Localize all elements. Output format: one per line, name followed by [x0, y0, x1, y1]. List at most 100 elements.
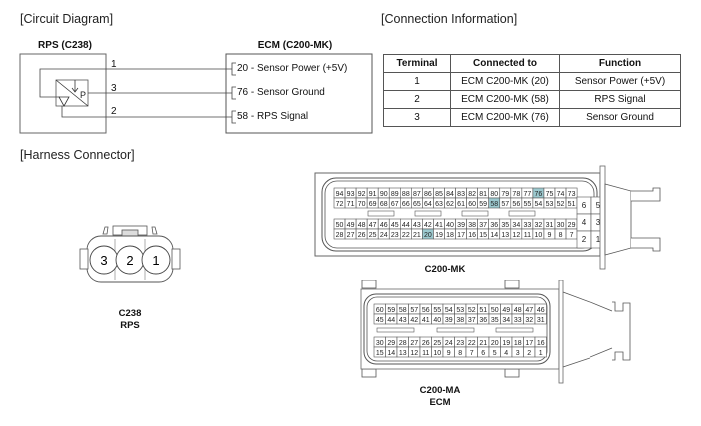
pin-label: 5: [493, 350, 497, 357]
pin-label: 42: [424, 222, 432, 229]
table-row: 1 ECM C200-MK (20) Sensor Power (+5V): [383, 72, 681, 91]
pin-label: 43: [413, 222, 421, 229]
header-terminal: Terminal: [383, 54, 451, 73]
ecm-title: ECM (C200-MK): [257, 40, 333, 51]
pin-label: 46: [380, 222, 388, 229]
pin-label: 3: [596, 218, 601, 227]
pin-label: 60: [376, 307, 384, 314]
pin-label: 91: [369, 191, 377, 198]
pin-label: 48: [358, 222, 366, 229]
pin-label: 62: [446, 201, 454, 208]
pin-label: 41: [435, 222, 443, 229]
pin-label: 33: [523, 222, 531, 229]
pin-label: 34: [502, 317, 510, 324]
pin-label: 54: [445, 307, 453, 314]
pin-label: 6: [582, 201, 587, 210]
cell-terminal: 3: [383, 108, 451, 127]
pin-label: 40: [433, 317, 441, 324]
pin-label: 44: [387, 317, 395, 324]
rps-connector-desc: RPS: [120, 320, 140, 331]
pin-label: 14: [387, 350, 395, 357]
svg-text:3: 3: [100, 253, 107, 268]
pin-label: 67: [391, 201, 399, 208]
pin-label: 41: [422, 317, 430, 324]
pin-label: 48: [514, 307, 522, 314]
ecm-pin-label-power: 20 - Sensor Power (+5V): [237, 63, 348, 74]
pin-label: 53: [546, 201, 554, 208]
pin-label: 29: [387, 340, 395, 347]
pin-label: 61: [457, 201, 465, 208]
rps-pin-1: [141, 245, 171, 275]
pressure-sensor-icon: P: [55, 79, 89, 107]
svg-text:2: 2: [126, 253, 133, 268]
pin-label: 47: [525, 307, 533, 314]
pin-label: 94: [336, 191, 344, 198]
ecm-box: [225, 53, 373, 134]
pin-label: 93: [347, 191, 355, 198]
circuit-diagram-title: [Circuit Diagram]: [20, 12, 114, 26]
sensor-box: [19, 53, 107, 134]
pin-label: 58: [399, 307, 407, 314]
pin-label: 10: [433, 350, 441, 357]
pin-label: 49: [347, 222, 355, 229]
pin-label: 50: [336, 222, 344, 229]
pin-label: 18: [446, 232, 454, 239]
pin-label: 53: [456, 307, 464, 314]
pin-label: 16: [468, 232, 476, 239]
pin-label: 63: [435, 201, 443, 208]
pin-label: 50: [491, 307, 499, 314]
pin-label: 57: [410, 307, 418, 314]
ma-connector-desc: ECM: [429, 397, 451, 408]
pin-label: 18: [514, 340, 522, 347]
pin-label: 32: [535, 222, 543, 229]
pin-label: 45: [391, 222, 399, 229]
pin-label: 72: [336, 201, 344, 208]
pin-label: 26: [422, 340, 430, 347]
table-header-row: Terminal Connected to Function: [383, 54, 681, 73]
header-function: Function: [559, 54, 681, 73]
pin-label: 20: [424, 232, 432, 239]
wire-signal: [61, 106, 232, 118]
pin-label: 30: [557, 222, 565, 229]
pin-label: 11: [422, 350, 429, 357]
ma-connector-housing: [590, 301, 631, 361]
mk-connector-name: C200-MK: [424, 264, 466, 275]
sensor-pin-1: 1: [111, 59, 117, 70]
pin-label: 38: [456, 317, 464, 324]
pin-label: 86: [424, 191, 432, 198]
pin-label: 54: [535, 201, 543, 208]
pin-label: 84: [446, 191, 454, 198]
cell-function: RPS Signal: [559, 90, 681, 109]
pin-label: 4: [504, 350, 508, 357]
pin-label: 70: [358, 201, 366, 208]
cell-terminal: 2: [383, 90, 451, 109]
pin-label: 26: [358, 232, 366, 239]
pin-label: 13: [501, 232, 509, 239]
pin-label: 7: [470, 350, 474, 357]
pin-label: 66: [402, 201, 410, 208]
pin-label: 5: [596, 201, 601, 210]
pin-label: 37: [479, 222, 487, 229]
pin-label: 51: [568, 201, 576, 208]
pin-label: 74: [557, 191, 565, 198]
pin-label: 36: [490, 222, 498, 229]
harness-connector-title: [Harness Connector]: [20, 148, 135, 162]
pin-label: 73: [568, 191, 576, 198]
pin-label: 8: [559, 232, 563, 239]
sensor-pin-2: 2: [111, 106, 117, 117]
rps-connector-name: C238: [118, 308, 142, 319]
pin-label: 11: [524, 232, 531, 239]
pin-label: 31: [537, 317, 545, 324]
pin-label: 52: [557, 201, 565, 208]
pin-label: 29: [568, 222, 576, 229]
pin-label: 22: [468, 340, 476, 347]
table-row: 2 ECM C200-MK (58) RPS Signal: [383, 90, 681, 109]
pin-label: 12: [512, 232, 520, 239]
pin-label: 24: [380, 232, 388, 239]
pin-label: 83: [457, 191, 465, 198]
pin-label: 23: [391, 232, 399, 239]
rps-connector: 3 2 1: [79, 225, 181, 283]
ecm-pin-label-signal: 58 - RPS Signal: [237, 111, 309, 122]
pin-label: 2: [527, 350, 531, 357]
